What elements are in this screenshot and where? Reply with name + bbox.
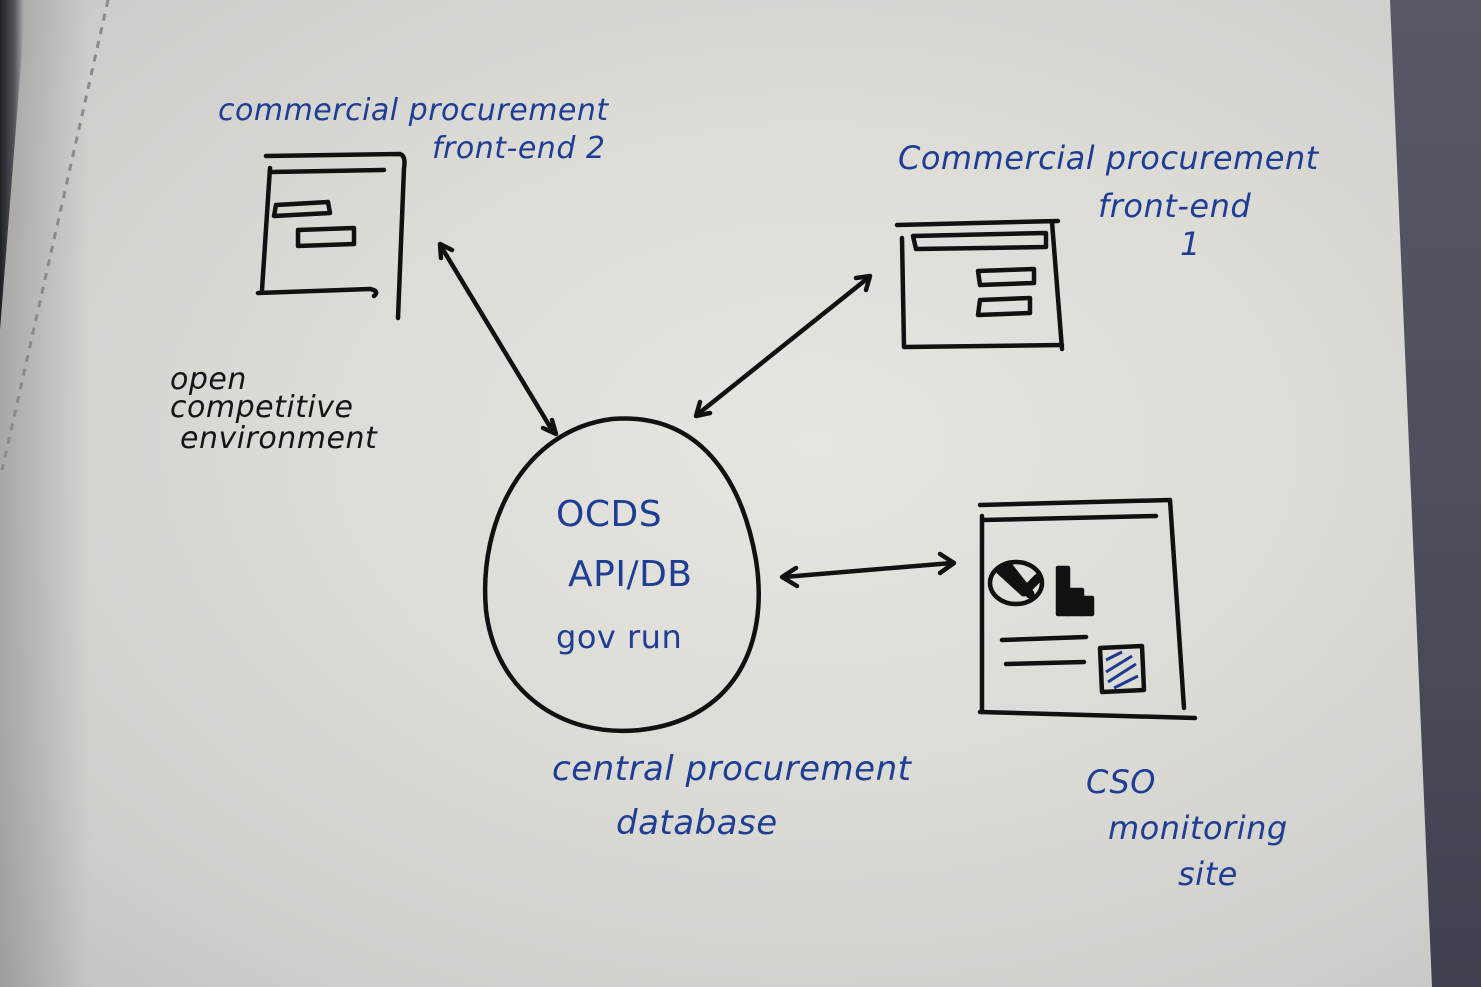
cso-site-wireframe-icon [977,497,1198,721]
cso-site-label: CSO monitoring site [1086,766,1288,890]
database-inner-line-3: gov run [556,618,683,656]
environment-note-line-2: competitive [170,389,354,425]
frontend-1-label-line-2: front-end [1098,187,1252,225]
frontend-1-label-line-3: 1 [1180,225,1201,263]
central-database-label-line-1: central procurement [552,749,912,789]
perforation-line [0,0,110,471]
frontend-1-label: Commercial procurement front-end 1 [898,142,1319,260]
frontend-2-label-line-1: commercial procurement [218,93,609,128]
arrow-frontend1-database [693,273,873,419]
frontend-1-label-line-1: Commercial procurement [898,139,1319,177]
central-database-blob [482,416,761,734]
environment-note-line-1: open [170,362,247,397]
central-database-label-line-2: database [616,803,778,843]
frontend-1-wireframe-icon [894,218,1065,352]
cso-site-label-line-2: monitoring [1108,809,1288,847]
central-database-label: central procurement database [552,752,911,840]
database-inner-line-1: OCDS [556,494,663,535]
page-shadow [0,0,90,987]
arrow-database-cso-site [779,551,957,589]
database-inner-label: OCDS API/DB gov run [556,494,693,656]
environment-note-line-3: environment [180,421,378,457]
cso-site-label-line-1: CSO [1086,763,1156,801]
arrow-frontend2-database [437,241,559,437]
highlighted-widget-icon [1105,650,1139,690]
frontend-2-label-line-2: front-end 2 [432,131,606,166]
database-inner-line-2: API/DB [568,554,693,595]
frontend-2-wireframe-icon [255,151,407,321]
environment-note: open competitive environment [170,362,378,457]
frontend-2-label: commercial procurement front-end 2 [218,96,609,164]
bar-chart-icon [1055,565,1095,617]
pie-chart-icon [987,559,1045,607]
cso-site-label-line-3: site [1178,855,1238,893]
